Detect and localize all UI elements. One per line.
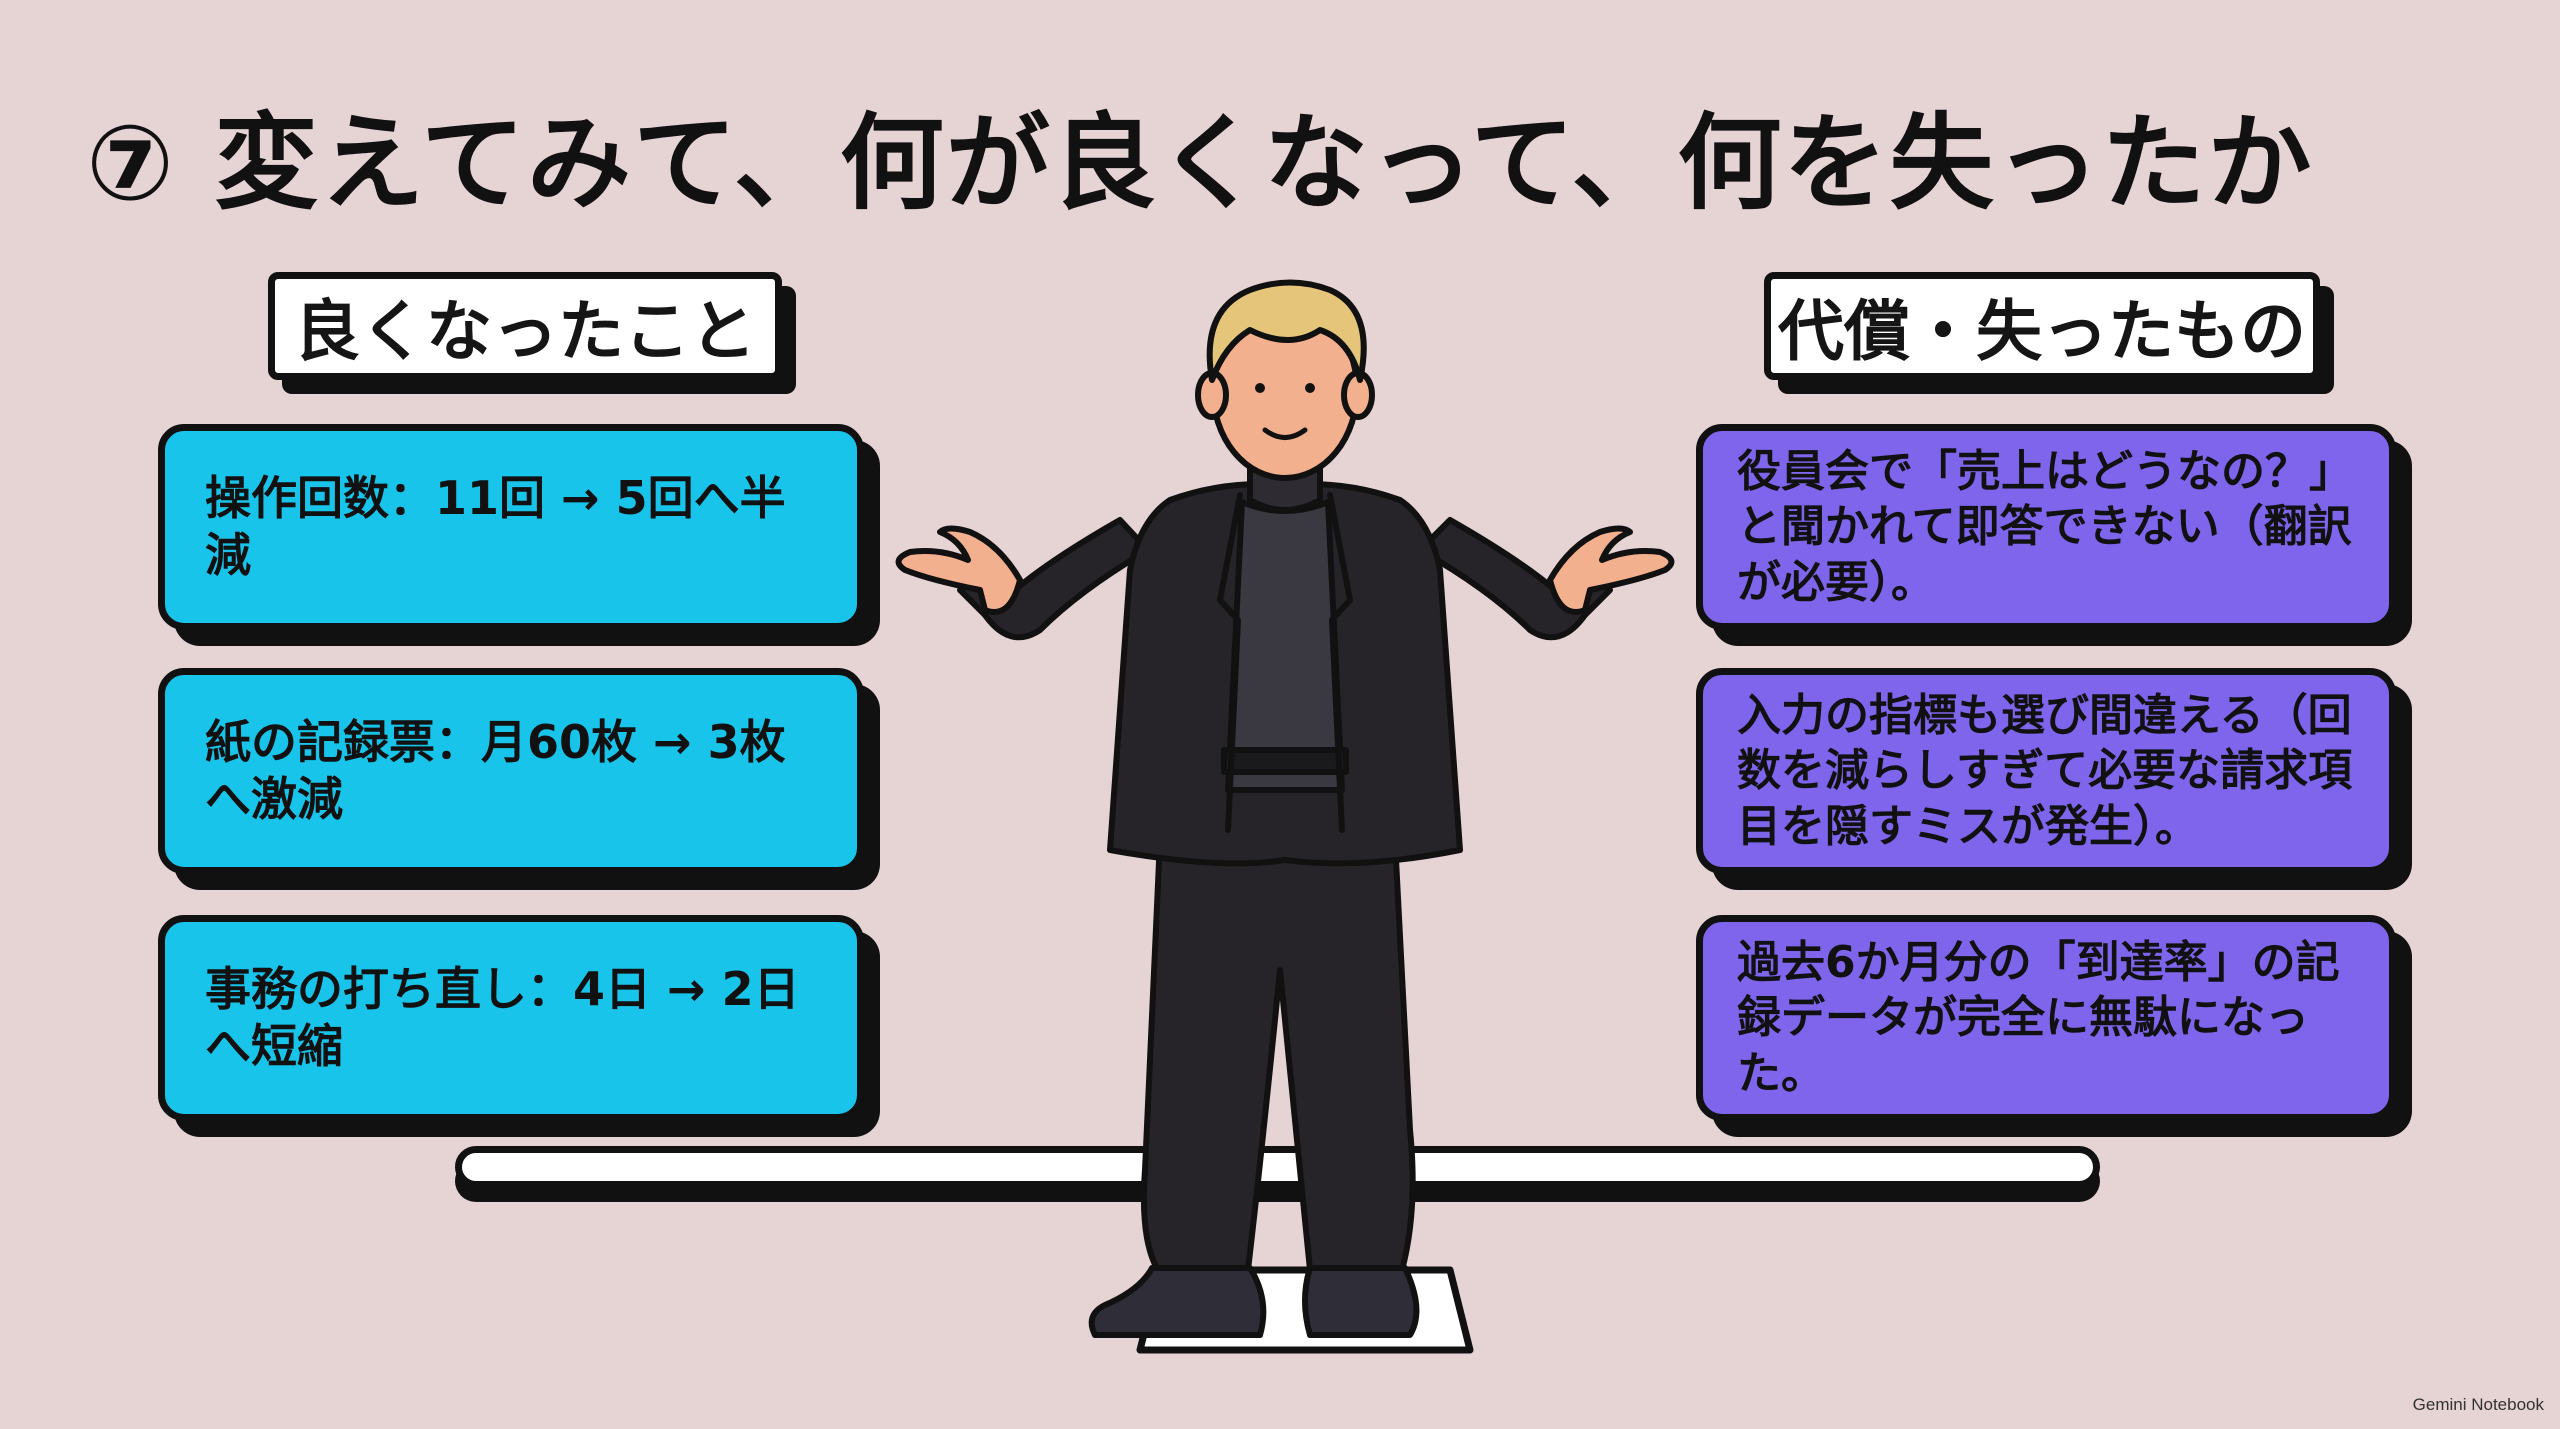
balance-beam	[455, 1146, 2100, 1188]
cost-card-metric-mistake: 入力の指標も選び間違える（回数を減らしすぎて必要な請求項目を隠すミスが発生）。	[1696, 668, 2396, 874]
cost-card-board-question: 役員会で「売上はどうなの？」と聞かれて即答できない（翻訳が必要）。	[1696, 424, 2396, 630]
benefits-header: 良くなったこと	[268, 272, 782, 380]
shrugging-person-illustration	[895, 279, 1675, 1354]
gemini-notebook-watermark: Gemini Notebook	[2412, 1395, 2544, 1414]
cost-card-lost-data: 過去6か月分の「到達率」の記録データが完全に無駄になった。	[1696, 915, 2396, 1121]
page-title: ⑦ 変えてみて、何が良くなって、何を失ったか	[86, 102, 2314, 224]
costs-header: 代償・失ったもの	[1764, 272, 2320, 380]
benefit-card-rework: 事務の打ち直し：4日 → 2日へ短縮	[158, 915, 864, 1121]
benefit-card-paper: 紙の記録票：月60枚 → 3枚へ激減	[158, 668, 864, 874]
benefit-card-operations: 操作回数：11回 → 5回へ半減	[158, 424, 864, 630]
